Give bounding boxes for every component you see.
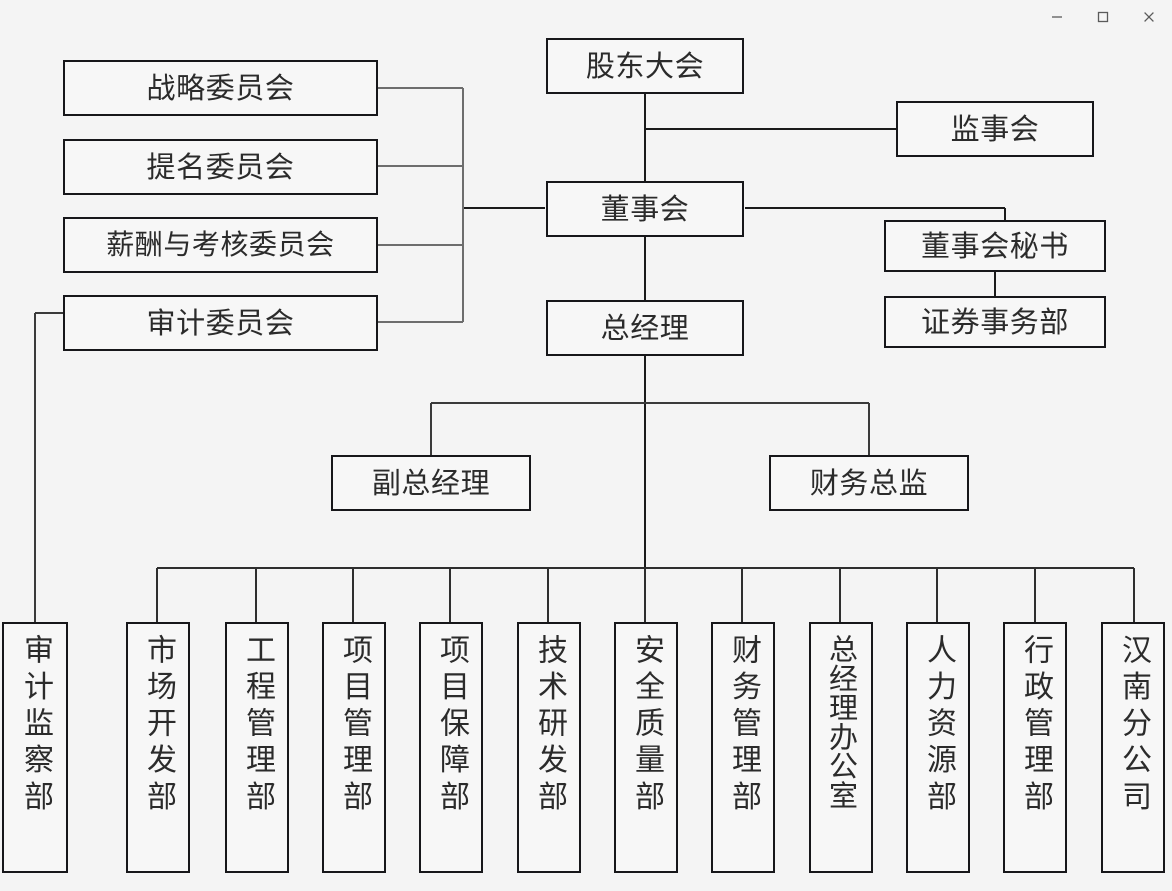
node-board-of-supervisors[interactable]: 监事会 <box>896 101 1094 157</box>
node-label: 证券事务部 <box>921 304 1069 339</box>
node-label: 董事会秘书 <box>921 228 1069 263</box>
node-board-secretary[interactable]: 董事会秘书 <box>884 220 1106 272</box>
close-button[interactable] <box>1126 0 1172 34</box>
node-label: 财务管理部 <box>726 634 761 817</box>
node-label: 战略委员会 <box>146 70 295 105</box>
node-label: 审计委员会 <box>146 305 295 340</box>
node-audit-supervision-dept[interactable]: 审计监察部 <box>2 622 68 873</box>
node-label: 提名委员会 <box>146 149 295 184</box>
node-securities-affairs-dept[interactable]: 证券事务部 <box>884 296 1106 348</box>
node-hannan-branch[interactable]: 汉南分公司 <box>1101 622 1165 873</box>
node-label: 总经理 <box>600 310 690 345</box>
node-label: 董事会 <box>600 191 690 226</box>
node-strategy-committee[interactable]: 战略委员会 <box>63 60 378 116</box>
node-audit-committee[interactable]: 审计委员会 <box>63 295 378 351</box>
node-label: 监事会 <box>950 111 1040 146</box>
close-icon <box>1142 10 1156 24</box>
node-cfo[interactable]: 财务总监 <box>769 455 969 511</box>
node-label: 薪酬与考核委员会 <box>106 228 335 262</box>
node-shareholders-meeting[interactable]: 股东大会 <box>546 38 744 94</box>
node-remuneration-assessment-committee[interactable]: 薪酬与考核委员会 <box>63 217 378 273</box>
node-label: 总经理办公室 <box>824 634 859 810</box>
window-controls <box>1034 0 1172 34</box>
node-human-resources-dept[interactable]: 人力资源部 <box>906 622 970 873</box>
node-label: 人力资源部 <box>921 634 956 817</box>
node-project-support-dept[interactable]: 项目保障部 <box>419 622 483 873</box>
node-label: 副总经理 <box>371 465 491 500</box>
node-financial-management-dept[interactable]: 财务管理部 <box>711 622 775 873</box>
node-nomination-committee[interactable]: 提名委员会 <box>63 139 378 195</box>
node-label: 市场开发部 <box>141 634 176 817</box>
node-market-development-dept[interactable]: 市场开发部 <box>126 622 190 873</box>
minimize-icon <box>1050 10 1064 24</box>
maximize-icon <box>1096 10 1110 24</box>
node-label: 财务总监 <box>809 465 929 500</box>
node-engineering-management-dept[interactable]: 工程管理部 <box>225 622 289 873</box>
node-administrative-management-dept[interactable]: 行政管理部 <box>1003 622 1067 873</box>
maximize-button[interactable] <box>1080 0 1126 34</box>
node-project-management-dept[interactable]: 项目管理部 <box>322 622 386 873</box>
node-label: 股东大会 <box>585 48 705 83</box>
minimize-button[interactable] <box>1034 0 1080 34</box>
node-general-manager[interactable]: 总经理 <box>546 300 744 356</box>
node-label: 工程管理部 <box>240 634 275 817</box>
node-label: 汉南分公司 <box>1116 634 1151 817</box>
node-gm-office[interactable]: 总经理办公室 <box>809 622 873 873</box>
node-deputy-general-manager[interactable]: 副总经理 <box>331 455 531 511</box>
node-label: 审计监察部 <box>18 634 53 817</box>
node-label: 安全质量部 <box>629 634 664 817</box>
node-label: 项目保障部 <box>434 634 469 817</box>
node-label: 行政管理部 <box>1018 634 1053 817</box>
node-label: 技术研发部 <box>532 634 567 817</box>
node-technology-rd-dept[interactable]: 技术研发部 <box>517 622 581 873</box>
node-safety-quality-dept[interactable]: 安全质量部 <box>614 622 678 873</box>
node-label: 项目管理部 <box>337 634 372 817</box>
node-board-of-directors[interactable]: 董事会 <box>546 181 744 237</box>
